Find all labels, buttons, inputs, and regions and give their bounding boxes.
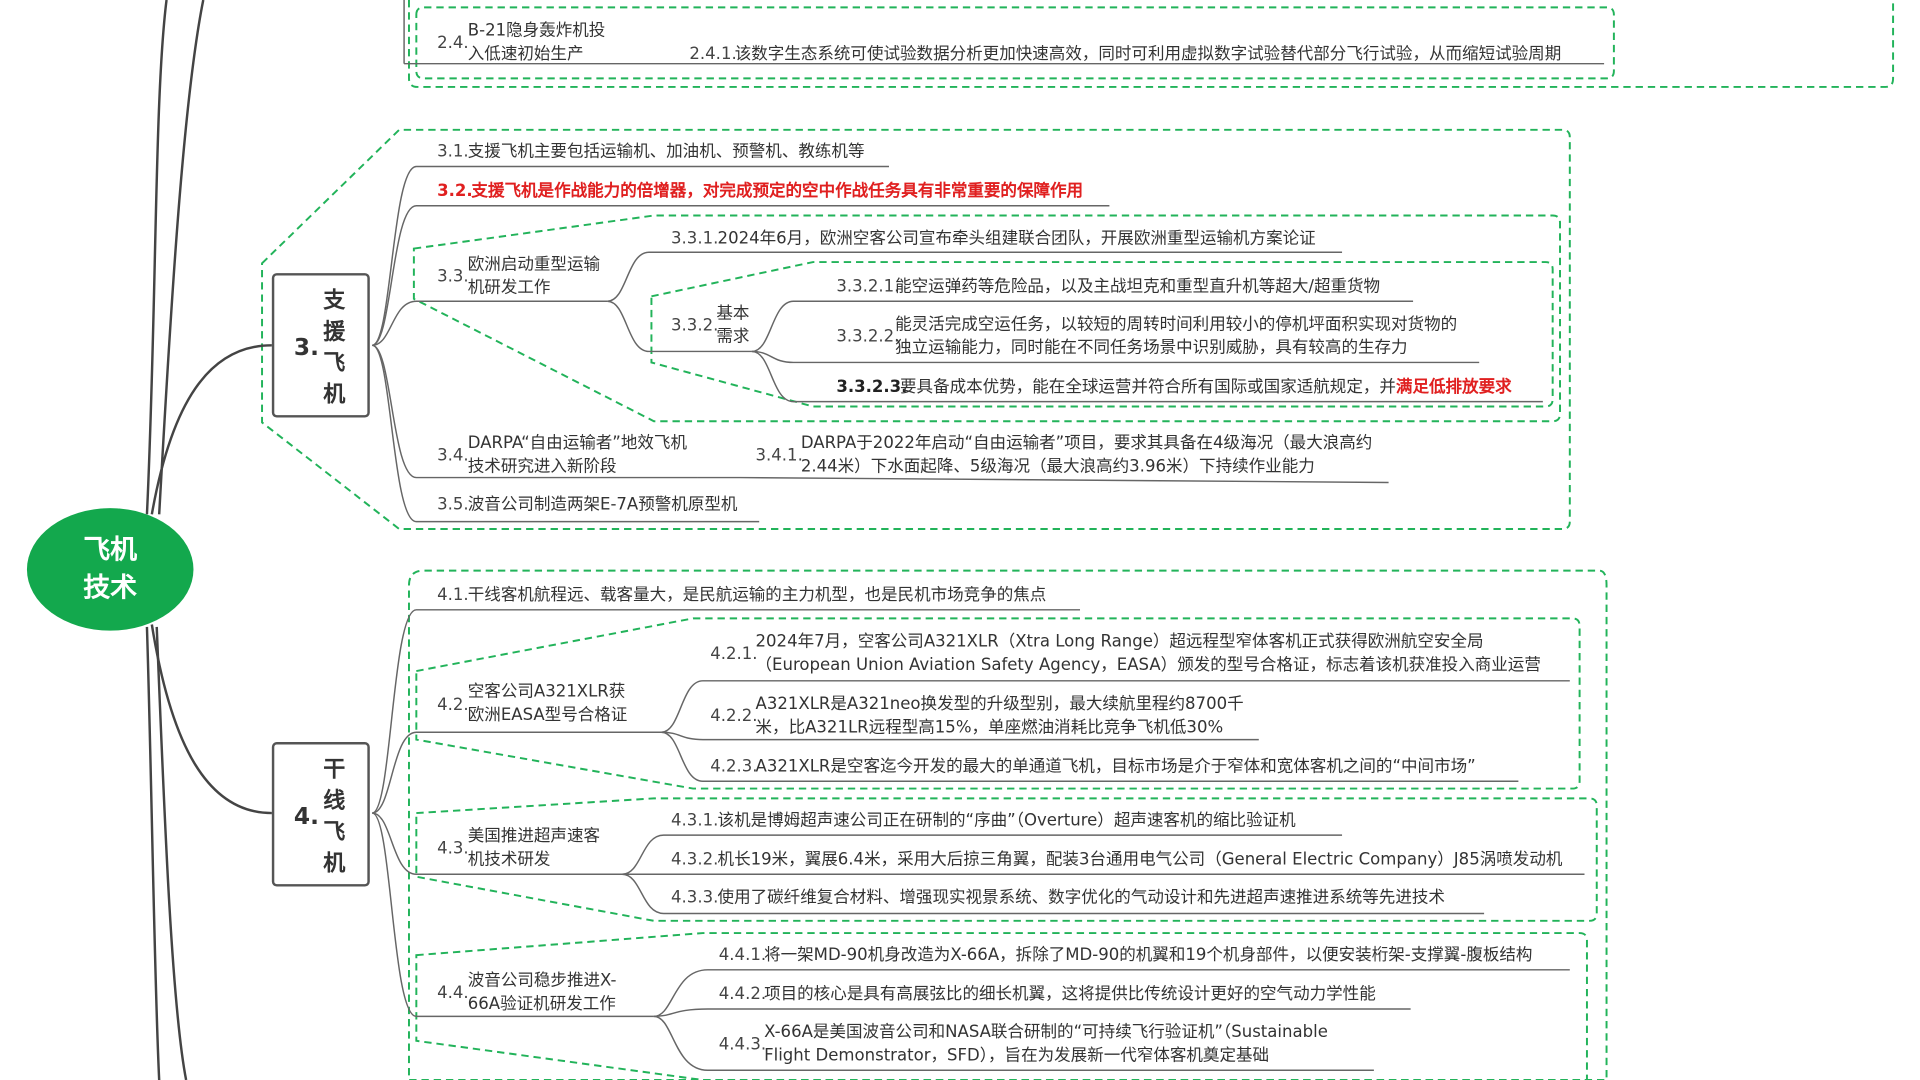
node-4-2-3[interactable]: A321XLR是空客迄今开发的最大的单通道飞机，目标市场是介于窄体和宽体客机之间… <box>755 756 1476 777</box>
node-4-3-3-number: 4.3.3. <box>671 887 719 908</box>
node-3-3-1[interactable]: 2024年6月，欧洲空客公司宣布牵头组建联合团队，开展欧洲重型运输机方案论证 <box>717 228 1316 249</box>
node-4-2-2[interactable]: A321XLR是A321neo换发型的升级型别，最大续航里程约8700千米，比A… <box>755 694 1244 738</box>
node-3-3-1-number: 3.3.1. <box>671 228 719 249</box>
node-3-3-number: 3.3. <box>437 266 469 287</box>
boundary-4-2 <box>415 617 1581 790</box>
branch-3-node[interactable]: 3. 支援飞机 <box>271 273 370 418</box>
node-3-5-number: 3.5. <box>437 494 469 515</box>
node-4-4-1-number: 4.4.1. <box>718 945 767 965</box>
node-4-4-1[interactable]: 将一架MD-90机身改造为X-66A，拆除了MD-90的机翼和19个机身部件，以… <box>764 945 1533 965</box>
node-4-4-number: 4.4. <box>437 983 469 1003</box>
node-3-3-2-3-number: 3.3.2.3. <box>836 377 908 397</box>
node-4-3-2[interactable]: 机长19米，翼展6.4米，采用大后掠三角翼，配装3台通用电气公司（General… <box>717 849 1563 870</box>
node-4-2-1-number: 4.2.1. <box>710 644 758 664</box>
node-2-4[interactable]: B-21隐身轰炸机投入低速初始生产 <box>467 20 606 64</box>
node-4-2-1[interactable]: 2024年7月，空客公司A321XLR（Xtra Long Range）超远程型… <box>755 631 1541 675</box>
node-4-1-number: 4.1. <box>437 585 469 605</box>
node-3-4-1-number: 3.4.1. <box>755 445 803 466</box>
node-3-3-2-2[interactable]: 能灵活完成空运任务，以较短的周转时间利用较小的停机坪面积实现对货物的独立运输能力… <box>895 314 1458 358</box>
branch-3-title: 支援飞机 <box>323 287 346 408</box>
boundary-3-3-2 <box>650 261 1554 408</box>
node-4-1[interactable]: 干线客机航程远、载客量大，是民航运输的主力机型，也是民机市场竞争的焦点 <box>467 585 1047 605</box>
node-4-3-3[interactable]: 使用了碳纤维复合材料、增强现实视景系统、数字优化的气动设计和先进超声速推进系统等… <box>717 887 1445 908</box>
node-4-4[interactable]: 波音公司稳步推进X-66A验证机研发工作 <box>467 971 617 1014</box>
node-3-4[interactable]: DARPA“自由运输者”地效飞机技术研究进入新阶段 <box>467 433 688 477</box>
node-4-3-1[interactable]: 该机是博姆超声速公司正在研制的“序曲”（Overture）超声速客机的缩比验证机 <box>717 810 1296 831</box>
node-3-3-2-2-number: 3.3.2.2. <box>836 326 900 347</box>
node-3-3-2-1[interactable]: 能空运弹药等危险品，以及主战坦克和重型直升机等超大/超重货物 <box>895 276 1381 297</box>
node-4-2-3-number: 4.2.3. <box>710 756 758 777</box>
boundary-4 <box>408 569 1608 1080</box>
node-3-3-2[interactable]: 基本需求 <box>716 303 750 347</box>
root-node[interactable]: 飞机技术 <box>26 508 194 631</box>
node-4-4-2-number: 4.4.2. <box>718 984 767 1005</box>
node-3-3[interactable]: 欧洲启动重型运输机研发工作 <box>467 254 601 298</box>
node-4-4-3[interactable]: X-66A是美国波音公司和NASA联合研制的“可持续飞行验证机”（Sustain… <box>764 1022 1328 1066</box>
branch-4-number: 4. <box>293 803 319 831</box>
boundary-4-4 <box>415 932 1588 1080</box>
node-3-3-2-number: 3.3.2. <box>671 315 719 336</box>
node-3-3-2-1-number: 3.3.2.1. <box>836 276 900 297</box>
node-3-5[interactable]: 波音公司制造两架E-7A预警机原型机 <box>467 494 738 515</box>
node-4-2[interactable]: 空客公司A321XLR获欧洲EASA型号合格证 <box>467 682 628 725</box>
root-label: 飞机技术 <box>83 535 138 604</box>
node-3-1-number: 3.1. <box>437 142 469 162</box>
node-2-4-1[interactable]: 该数字生态系统可使试验数据分析更加快速高效，同时可利用虚拟数字试验替代部分飞行试… <box>734 44 1562 64</box>
branch-4-title: 干线飞机 <box>323 756 346 877</box>
node-3-2-number: 3.2. <box>437 181 473 201</box>
node-3-4-number: 3.4. <box>437 445 469 466</box>
node-3-3-2-3-text: 要具备成本优势，能在全球运营并符合所有国际或国家适航规定，并 <box>900 377 1396 397</box>
node-4-4-2[interactable]: 项目的核心是具有高展弦比的细长机翼，这将提供比传统设计更好的空气动力学性能 <box>764 984 1376 1005</box>
node-4-4-3-number: 4.4.3. <box>718 1034 767 1055</box>
node-3-3-2-3-emphasis: 满足低排放要求 <box>1395 377 1512 397</box>
node-3-2[interactable]: 支援飞机是作战能力的倍增器，对完成预定的空中作战任务具有非常重要的保障作用 <box>471 181 1084 201</box>
node-4-2-number: 4.2. <box>437 695 469 716</box>
node-3-1[interactable]: 支援飞机主要包括运输机、加油机、预警机、教练机等 <box>467 142 865 162</box>
boundary-3-3 <box>412 214 1561 423</box>
boundary-2-4 <box>415 6 1615 80</box>
node-4-3[interactable]: 美国推进超声速客机技术研发 <box>467 826 601 870</box>
boundary-4-3 <box>415 797 1598 922</box>
node-2-4-1-number: 2.4.1. <box>689 44 737 64</box>
node-2-4-number: 2.4. <box>437 33 469 53</box>
boundary-2 <box>408 0 1895 88</box>
branch-3-number: 3. <box>293 334 319 362</box>
branch-4-node[interactable]: 4. 干线飞机 <box>271 742 370 887</box>
node-4-2-2-number: 4.2.2. <box>710 706 758 727</box>
node-4-3-number: 4.3. <box>437 838 469 859</box>
node-4-3-2-number: 4.3.2. <box>671 849 719 870</box>
node-3-4-1[interactable]: DARPA于2022年启动“自由运输者”项目，要求其具备在4级海况（最大浪高约2… <box>800 433 1373 477</box>
node-4-3-1-number: 4.3.1. <box>671 810 719 831</box>
node-3-3-2-3[interactable]: 要具备成本优势，能在全球运营并符合所有国际或国家适航规定，并满足低排放要求 <box>900 376 1512 399</box>
